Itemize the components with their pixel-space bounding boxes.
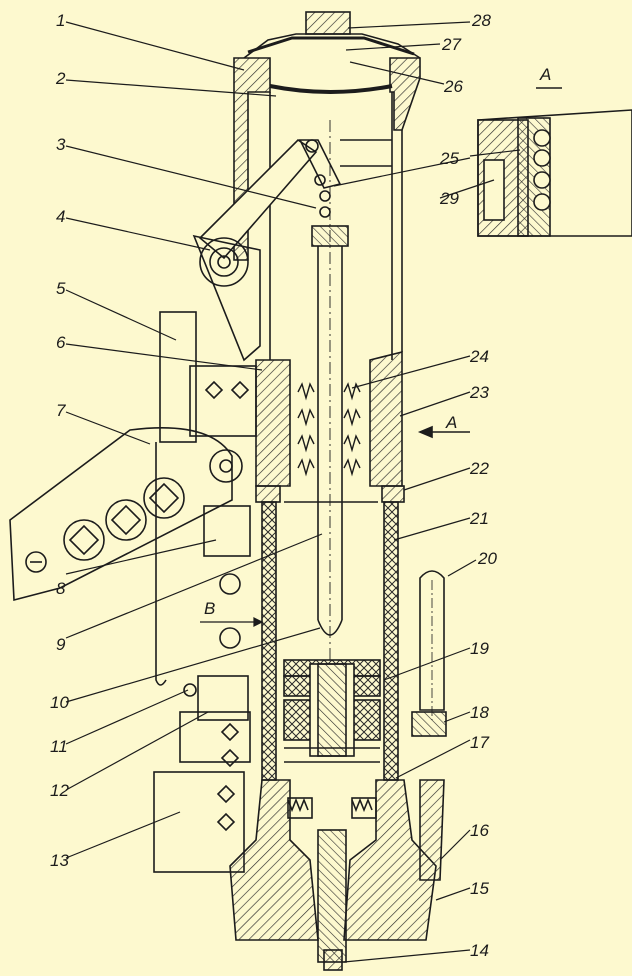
callout-17: 17 xyxy=(470,733,489,752)
callout-16: 16 xyxy=(470,821,489,840)
callout-4: 4 xyxy=(56,207,66,226)
callout-13: 13 xyxy=(50,851,69,870)
top-flange-right xyxy=(389,57,421,131)
section-arrow xyxy=(417,425,470,439)
arrow-label-a: A xyxy=(446,413,458,432)
dimension-b xyxy=(200,617,264,627)
callout-15: 15 xyxy=(470,879,489,898)
callout-18: 18 xyxy=(470,703,489,722)
callout-2: 2 xyxy=(56,69,66,88)
diaphragm xyxy=(269,84,393,94)
middle-body-right xyxy=(369,350,403,487)
callout-6: 6 xyxy=(56,333,66,352)
top-nut xyxy=(243,11,421,59)
callout-8: 8 xyxy=(56,579,66,598)
callout-29: 29 xyxy=(440,189,459,208)
callout-19: 19 xyxy=(470,639,489,658)
callout-10: 10 xyxy=(50,693,69,712)
callout-21: 21 xyxy=(470,509,489,528)
springs xyxy=(297,382,361,477)
lower-cylinder xyxy=(255,485,405,781)
lower-base xyxy=(229,779,437,971)
callout-1: 1 xyxy=(56,11,66,30)
handle-rod xyxy=(411,570,447,881)
jaw-bracket xyxy=(203,505,251,557)
middle-body-left xyxy=(255,359,291,487)
callout-28: 28 xyxy=(472,11,491,30)
callout-23: 23 xyxy=(470,383,489,402)
section-view xyxy=(477,87,632,237)
clamp-jaw xyxy=(9,427,243,602)
guide-block xyxy=(155,311,257,686)
callout-24: 24 xyxy=(470,347,489,366)
callout-20: 20 xyxy=(478,549,497,568)
callout-3: 3 xyxy=(56,135,66,154)
callout-25: 25 xyxy=(440,149,459,168)
dimension-label-b: B xyxy=(204,599,216,618)
leader-lines xyxy=(65,21,521,963)
section-label-a: A xyxy=(540,65,552,84)
callout-12: 12 xyxy=(50,781,69,800)
callout-14: 14 xyxy=(470,941,489,960)
callout-5: 5 xyxy=(56,279,66,298)
callout-7: 7 xyxy=(56,401,66,420)
callout-26: 26 xyxy=(444,77,463,96)
upper-housing xyxy=(269,92,403,360)
lever-pivot xyxy=(192,234,261,362)
piston-stack xyxy=(283,659,381,763)
callout-9: 9 xyxy=(56,635,66,654)
valve-rod xyxy=(311,120,349,660)
callout-11: 11 xyxy=(50,737,68,756)
side-bracket xyxy=(153,573,251,873)
callout-22: 22 xyxy=(470,459,489,478)
callout-27: 27 xyxy=(442,35,461,54)
